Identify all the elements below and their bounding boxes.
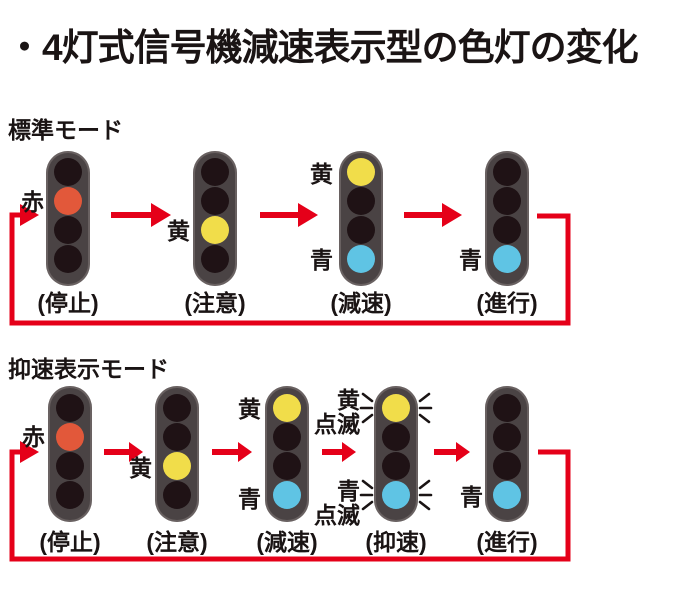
signal-caption: (減速) — [256, 529, 318, 555]
standard-flow-arrows — [111, 203, 462, 227]
lamp-label-red: 赤 — [21, 189, 44, 215]
signal-lamp — [493, 158, 521, 186]
lamp-label-blue: 青 — [459, 247, 482, 273]
signal-lamp — [201, 187, 229, 215]
signal-lamp — [201, 216, 229, 244]
lamp-label-yellow: 黄 — [129, 455, 152, 481]
lamp-label-blue: 青 — [310, 247, 333, 273]
signal-lamp — [493, 187, 521, 215]
signal-lamp — [493, 216, 521, 244]
signal-caption: (停止) — [39, 529, 101, 555]
signal-lamp — [493, 245, 521, 273]
lamp-label-yellow: 黄 — [167, 218, 190, 244]
signal-caption: (進行) — [476, 529, 538, 555]
lamp-label-blue: 青 — [238, 486, 261, 512]
yokusoku-loop-arrowhead — [20, 441, 39, 463]
signal-lamp — [347, 216, 375, 244]
signal-lamp — [493, 394, 521, 422]
standard-loop-line — [9, 212, 571, 326]
signal-standard-caution — [193, 151, 237, 286]
signal-lamp — [54, 187, 82, 215]
signal-yokusoku-suppress — [374, 386, 418, 522]
signal-lamp — [382, 452, 410, 480]
signal-lamp — [493, 452, 521, 480]
signal-standard-reduce — [339, 151, 383, 286]
lamp-label-yellow: 黄 — [238, 396, 261, 422]
signal-lamp — [273, 394, 301, 422]
signal-yokusoku-stop — [48, 386, 92, 522]
signal-lamp — [163, 481, 191, 509]
signal-lamp — [347, 187, 375, 215]
signal-lamp — [56, 452, 84, 480]
signal-lamp — [163, 423, 191, 451]
signal-lamp — [54, 216, 82, 244]
section-label-yokusoku-mode: 抑速表示モード — [8, 356, 169, 382]
lamp-label-yellow-blink: 黄 点滅 — [314, 387, 360, 437]
signal-caption: (注意) — [146, 529, 208, 555]
signal-lamp — [201, 245, 229, 273]
signal-lamp — [382, 423, 410, 451]
section-label-standard-mode: 標準モード — [8, 117, 123, 143]
signal-caption: (進行) — [476, 290, 538, 316]
signal-lamp — [273, 423, 301, 451]
signal-standard-stop — [46, 151, 90, 286]
signal-caption: (抑速) — [365, 529, 427, 555]
lamp-label-red: 赤 — [22, 424, 45, 450]
lamp-label-blue: 青 — [460, 484, 483, 510]
signal-lamp-blinking — [382, 394, 410, 422]
signal-lamp — [54, 245, 82, 273]
standard-loop-arrowhead — [20, 204, 39, 226]
signal-lamp — [56, 481, 84, 509]
signal-lamp — [54, 158, 82, 186]
signal-lamp — [163, 452, 191, 480]
signal-lamp — [493, 423, 521, 451]
blink-rays-yellow — [359, 392, 433, 424]
signal-lamp — [56, 394, 84, 422]
yokusoku-loop-line — [9, 449, 571, 562]
signal-yokusoku-proceed — [485, 386, 529, 522]
signal-yokusoku-caution — [155, 386, 199, 522]
signal-standard-proceed — [485, 151, 529, 286]
yokusoku-flow-arrows — [104, 442, 470, 462]
signal-lamp — [273, 481, 301, 509]
lamp-label-yellow: 黄 — [310, 161, 333, 187]
signal-lamp — [347, 158, 375, 186]
signal-lamp — [273, 452, 301, 480]
signal-lamp — [163, 394, 191, 422]
signal-caption: (注意) — [184, 290, 246, 316]
page-title: ・4灯式信号機減速表示型の色灯の変化 — [6, 27, 639, 68]
signal-caption: (停止) — [37, 290, 99, 316]
signal-lamp-blinking — [382, 481, 410, 509]
signal-lamp — [201, 158, 229, 186]
signal-lamp — [347, 245, 375, 273]
signal-caption: (減速) — [330, 290, 392, 316]
signal-lamp — [493, 481, 521, 509]
signal-yokusoku-reduce — [265, 386, 309, 522]
signal-lamp — [56, 423, 84, 451]
blink-rays-blue — [359, 479, 433, 511]
lamp-label-blue-blink: 青 点滅 — [314, 478, 360, 528]
